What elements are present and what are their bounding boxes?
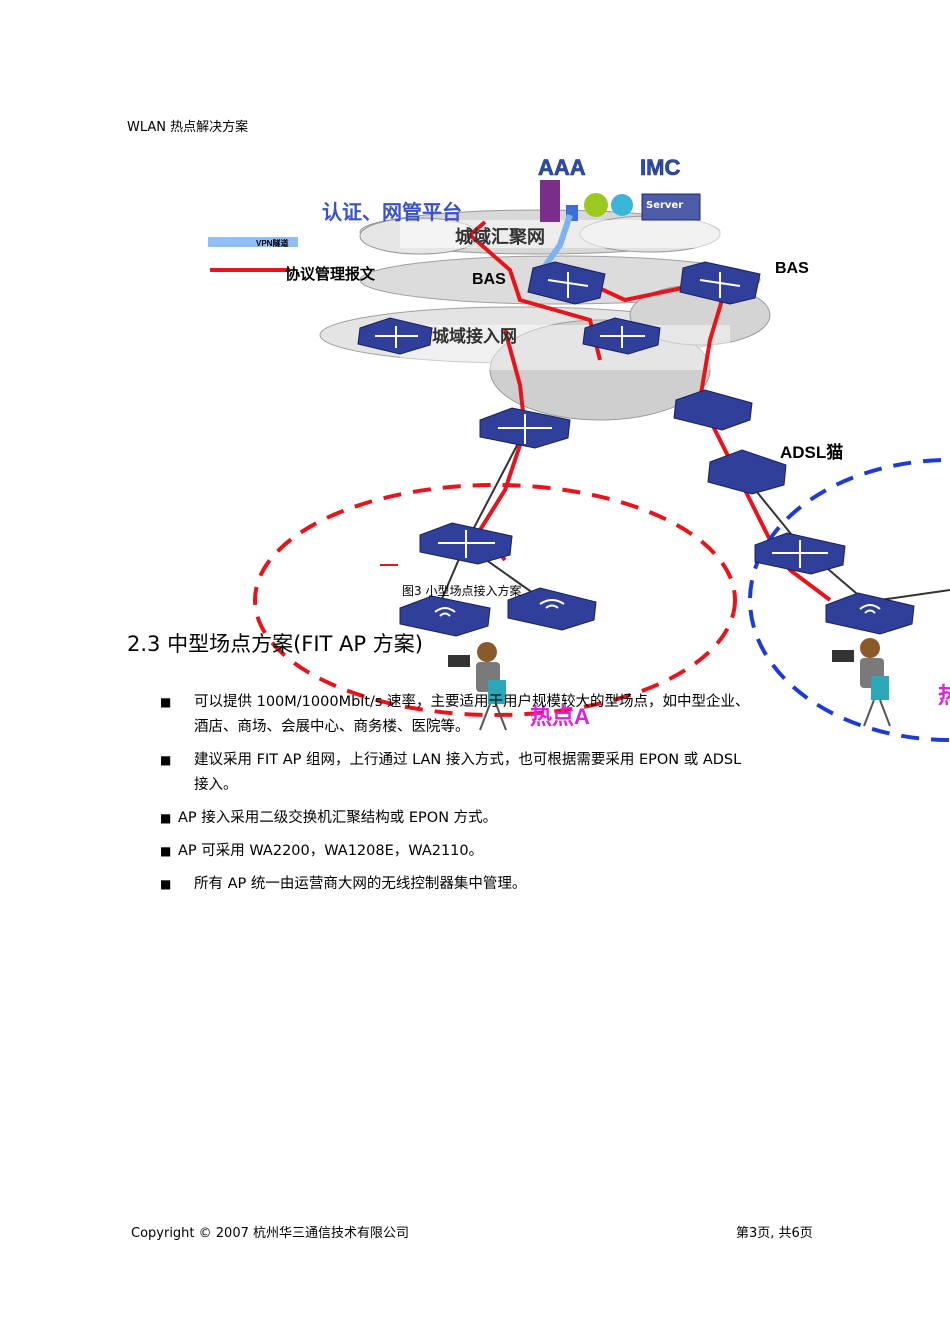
bullet-mark: ■	[160, 877, 172, 891]
olt-device	[673, 389, 753, 431]
bullet-line: 接入。	[194, 777, 238, 793]
bas-right-label: BAS	[775, 260, 809, 277]
list-item: ■ 所有 AP 统一由运营商大网的无线控制器集中管理。	[160, 872, 840, 897]
bullet-line: 可以提供 100M/1000Mbit/s 速率，主要适用于用户规模较大的型场点，…	[194, 694, 750, 710]
platform-label: 认证、网管平台	[322, 200, 462, 224]
access-label: 城域接入网	[432, 326, 517, 346]
footer-page-number: 第3页, 共6页	[736, 1226, 813, 1241]
ap-left	[399, 595, 491, 637]
hotspot-b-label: 热	[938, 683, 950, 708]
bullet-text: 所有 AP 统一由运营商大网的无线控制器集中管理。	[194, 876, 527, 892]
list-item: ■ 可以提供 100M/1000Mbit/s 速率，主要适用于用户规模较大的型场…	[160, 690, 840, 740]
legend-vpn-swatch	[208, 237, 298, 247]
bas-left-label: BAS	[472, 271, 506, 288]
aaa-label: AAA	[538, 155, 586, 180]
legend-protocol-label: 协议管理报文	[285, 265, 376, 283]
devices	[357, 261, 915, 637]
legend-vpn-label: VPN隧道	[256, 238, 288, 248]
server-label: Server	[646, 200, 683, 211]
bullet-list: ■ 可以提供 100M/1000Mbit/s 速率，主要适用于用户规模较大的型场…	[160, 690, 840, 905]
ap-right	[507, 587, 597, 631]
list-item: ■ 建议采用 FIT AP 组网，上行通过 LAN 接入方式，也可根据需要采用 …	[160, 748, 840, 798]
metro-agg-label: 城域汇聚网	[455, 226, 545, 247]
bullet-text: AP 可采用 WA2200，WA1208E，WA2110。	[178, 843, 484, 859]
bullet-mark: ■	[160, 811, 172, 825]
ap-hotspot-b	[825, 592, 915, 635]
hotspot-a-area	[253, 483, 737, 717]
adsl-modem	[707, 449, 787, 495]
bullet-mark: ■	[160, 753, 172, 767]
network-diagram: Server VPN隧道 协议管理报文	[208, 155, 950, 742]
user-figure-b	[832, 638, 891, 727]
user-figure-a	[448, 642, 507, 731]
section-title: 2.3 中型场点方案(FIT AP 方案)	[127, 632, 423, 656]
bullet-line: 建议采用 FIT AP 组网，上行通过 LAN 接入方式，也可根据需要采用 EP…	[194, 752, 742, 768]
list-item: ■ AP 接入采用二级交换机汇聚结构或 EPON 方式。	[160, 806, 840, 831]
footer-copyright: Copyright © 2007 杭州华三通信技术有限公司	[131, 1226, 410, 1241]
bullet-mark: ■	[160, 695, 172, 709]
adsl-label: ADSL猫	[780, 442, 843, 462]
device-glyphs	[375, 272, 881, 617]
document-header: WLAN 热点解决方案	[127, 120, 249, 135]
figure-caption: 图3 小型场点接入方案	[402, 584, 522, 598]
server-cluster: Server	[540, 180, 701, 222]
bullet-mark: ■	[160, 844, 172, 858]
imc-label: IMC	[640, 155, 680, 180]
bullet-line: 酒店、商场、会展中心、商务楼、医院等。	[194, 719, 470, 735]
bullet-text: 可以提供 100M/1000Mbit/s 速率，主要适用于用户规模较大的型场点，…	[194, 690, 750, 740]
hotspot-a-label: 热点A	[530, 704, 590, 729]
bullet-text: AP 接入采用二级交换机汇聚结构或 EPON 方式。	[178, 810, 498, 826]
list-item: ■ AP 可采用 WA2200，WA1208E，WA2110。	[160, 839, 840, 864]
bullet-text: 建议采用 FIT AP 组网，上行通过 LAN 接入方式，也可根据需要采用 EP…	[194, 748, 741, 798]
